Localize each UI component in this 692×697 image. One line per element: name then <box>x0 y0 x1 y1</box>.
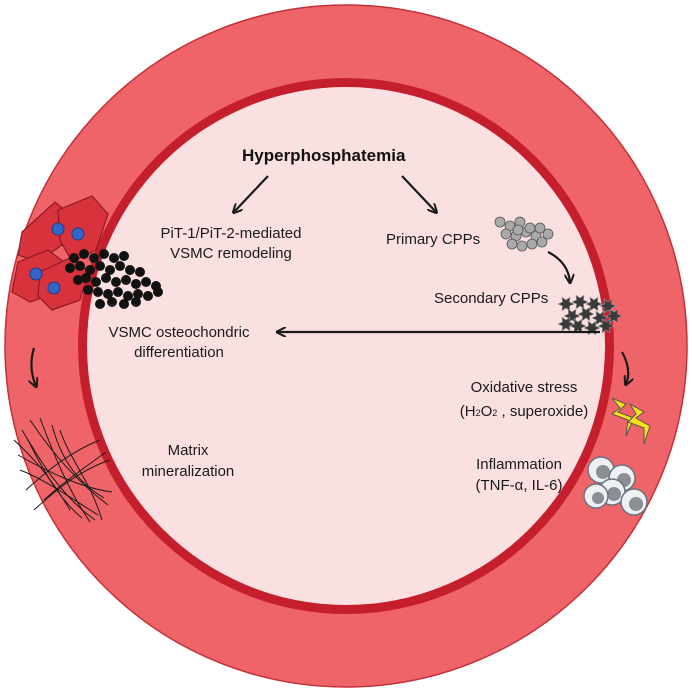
phosphate-cluster-particle <box>109 253 119 263</box>
phosphate-cluster-particle <box>133 289 143 299</box>
phosphate-cluster-particle <box>81 273 91 283</box>
oxidative-label-line2: (H2O2 , superoxide) <box>459 403 589 420</box>
title-hyperphosphatemia: Hyperphosphatemia <box>242 146 406 165</box>
phosphate-cluster-particle <box>119 299 129 309</box>
pit-label-line2: VSMC remodeling <box>170 245 292 262</box>
matrix-label-line2: mineralization <box>141 463 235 480</box>
arrow-to-pit <box>234 175 269 212</box>
phosphate-cluster-particle <box>79 249 89 259</box>
phosphate-cluster-particle <box>131 297 141 307</box>
arrow-wall-left <box>31 347 36 386</box>
primary-cpp-particle <box>516 240 528 252</box>
phosphate-cluster-particle <box>95 299 105 309</box>
secondary-cpp-particle <box>583 320 601 336</box>
osteo-label-line2: differentiation <box>134 344 224 361</box>
secondary-cpp-particle <box>585 296 603 312</box>
inflammation-label-line1: Inflammation <box>476 456 562 473</box>
collagen-fibers-icon <box>13 417 113 523</box>
phosphate-cluster-particle <box>83 285 93 295</box>
phosphate-cluster-particle <box>131 279 141 289</box>
phosphate-cluster-particle <box>125 265 135 275</box>
phosphate-cluster-particle <box>73 275 83 285</box>
phosphate-cluster-particle <box>143 291 153 301</box>
pit-label-line1: PiT-1/PiT-2-mediated <box>160 225 302 242</box>
phosphate-cluster-particle <box>135 267 145 277</box>
phosphate-cluster-icon <box>65 249 163 309</box>
phosphate-cluster-particle <box>103 289 113 299</box>
secondary-cpp-particle <box>605 308 623 324</box>
phosphate-cluster-particle <box>99 249 109 259</box>
primary-cpp-particle <box>534 222 546 234</box>
primary-cpp-particle <box>526 238 538 250</box>
phosphate-cluster-particle <box>123 291 133 301</box>
lightning-icon <box>610 397 651 445</box>
phosphate-cluster-particle <box>69 253 79 263</box>
oxidative-label-line1: Oxidative stress <box>470 379 578 396</box>
phosphate-cluster-particle <box>107 297 117 307</box>
phosphate-cluster-particle <box>91 277 101 287</box>
phosphate-cluster-particle <box>75 261 85 271</box>
secondary-cpp-icon <box>557 294 623 336</box>
phosphate-cluster-particle <box>121 275 131 285</box>
phosphate-cluster-particle <box>115 261 125 271</box>
vessel-lumen <box>87 87 605 605</box>
primary-cpp-icon <box>494 216 554 252</box>
arrow-primary-to-secondary <box>547 251 570 282</box>
primary-cpp-particle <box>506 238 518 250</box>
primary-cpps-label: Primary CPPs <box>386 231 481 248</box>
arrow-wall-right <box>621 351 628 384</box>
arrow-to-primary-cpps <box>401 175 436 212</box>
phosphate-cluster-particle <box>105 265 115 275</box>
primary-cpp-particle <box>494 216 506 228</box>
phosphate-cluster-particle <box>119 251 129 261</box>
matrix-label-line1: Matrix <box>167 442 209 459</box>
phosphate-cluster-particle <box>95 261 105 271</box>
phosphate-cluster-particle <box>65 263 75 273</box>
phosphate-cluster-particle <box>141 277 151 287</box>
secondary-cpp-particle <box>577 306 595 322</box>
phosphate-cluster-particle <box>113 287 123 297</box>
phosphate-cluster-particle <box>101 273 111 283</box>
inflammation-label-line2: (TNF-α, IL-6) <box>475 477 563 494</box>
immune-cells-icon <box>583 456 648 516</box>
osteo-label-line1: VSMC osteochondric <box>108 324 250 341</box>
primary-cpp-particle <box>512 224 524 236</box>
phosphate-cluster-particle <box>93 287 103 297</box>
primary-cpp-particle <box>524 222 536 234</box>
vsmc-cell-icon <box>11 195 109 311</box>
phosphate-cluster-particle <box>85 265 95 275</box>
secondary-cpps-label: Secondary CPPs <box>434 290 549 307</box>
primary-cpp-particle <box>542 228 554 240</box>
phosphate-cluster-particle <box>153 287 163 297</box>
secondary-cpp-particle <box>597 318 615 334</box>
primary-cpp-particle <box>536 236 548 248</box>
phosphate-cluster-particle <box>89 253 99 263</box>
phosphate-cluster-particle <box>111 277 121 287</box>
primary-cpp-particle <box>500 228 512 240</box>
